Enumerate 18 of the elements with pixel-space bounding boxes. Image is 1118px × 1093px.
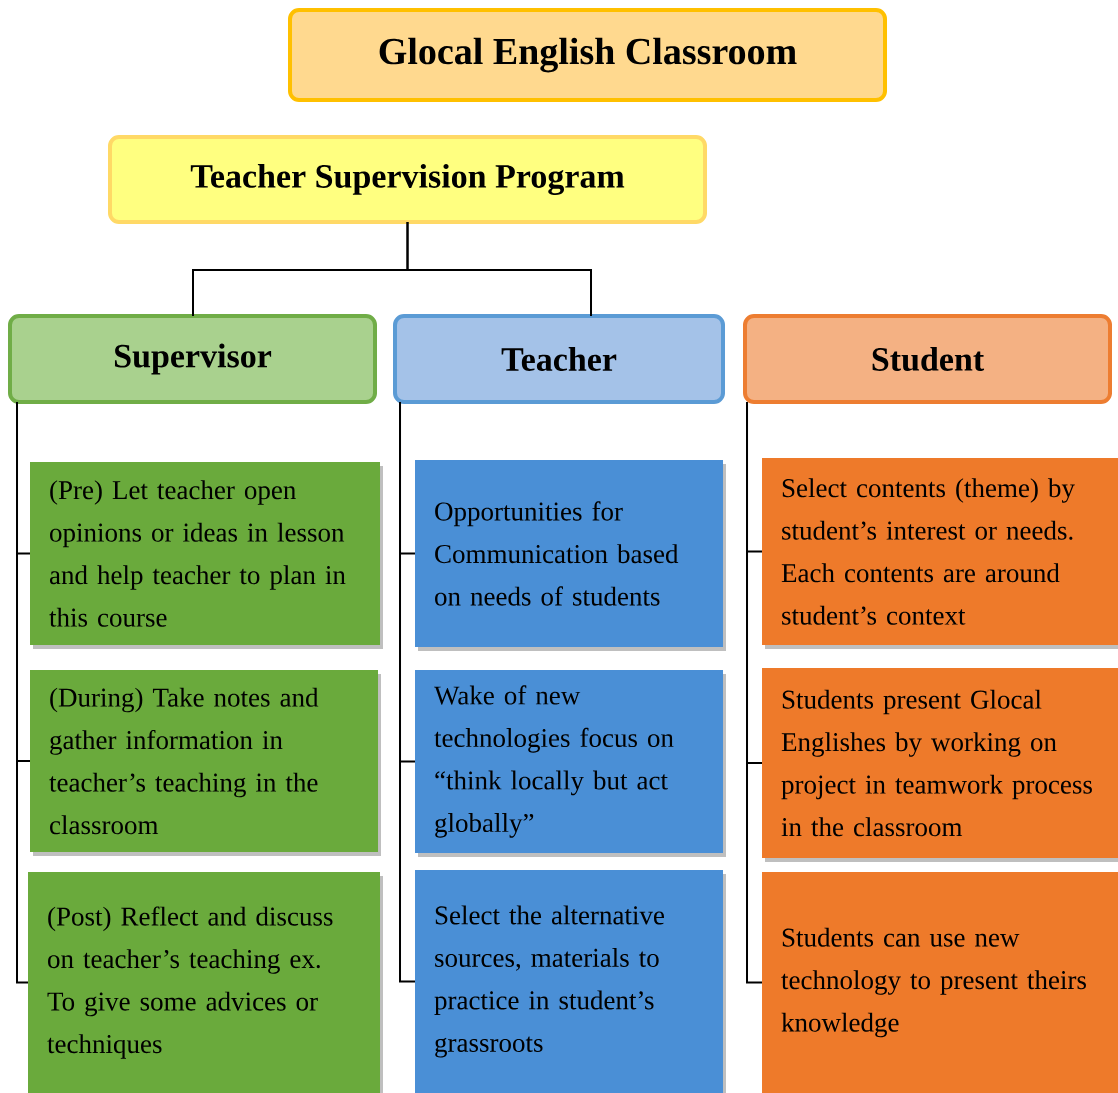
category-box: Student [743, 314, 1112, 404]
connector-line [399, 401, 416, 983]
content-box: Students present Glocal Englishes by working on project in teamwork process in the classroom [762, 668, 1118, 858]
content-box: Select the alternative sources, materials to practice in student’s grassroots [415, 870, 723, 1093]
category-box: Teacher [393, 314, 725, 404]
content-box: Students can use new technology to present theirs knowledge [762, 872, 1118, 1093]
connector-line [406, 221, 592, 317]
content-box: Wake of new technologies focus on “think locally but act globally” [415, 670, 723, 853]
content-box: Opportunities for Communication based on needs of students [415, 460, 723, 647]
content-box: (Pre) Let teacher open opinions or ideas in lesson and help teacher to plan in this course [30, 462, 380, 645]
title-box: Glocal English Classroom [288, 8, 887, 102]
content-box: (During) Take notes and gather information in teacher’s teaching in the classroom [30, 670, 378, 852]
connector-line [746, 401, 763, 984]
content-box: (Post) Reflect and discuss on teacher’s teaching ex. To give some advices or techniques [28, 872, 380, 1093]
category-box: Supervisor [8, 314, 377, 404]
heading-box: Teacher Supervision Program [108, 135, 707, 224]
connector-line [16, 401, 29, 984]
content-box: Select contents (theme) by student’s interest or needs. Each contents are around student’s context [762, 458, 1118, 645]
